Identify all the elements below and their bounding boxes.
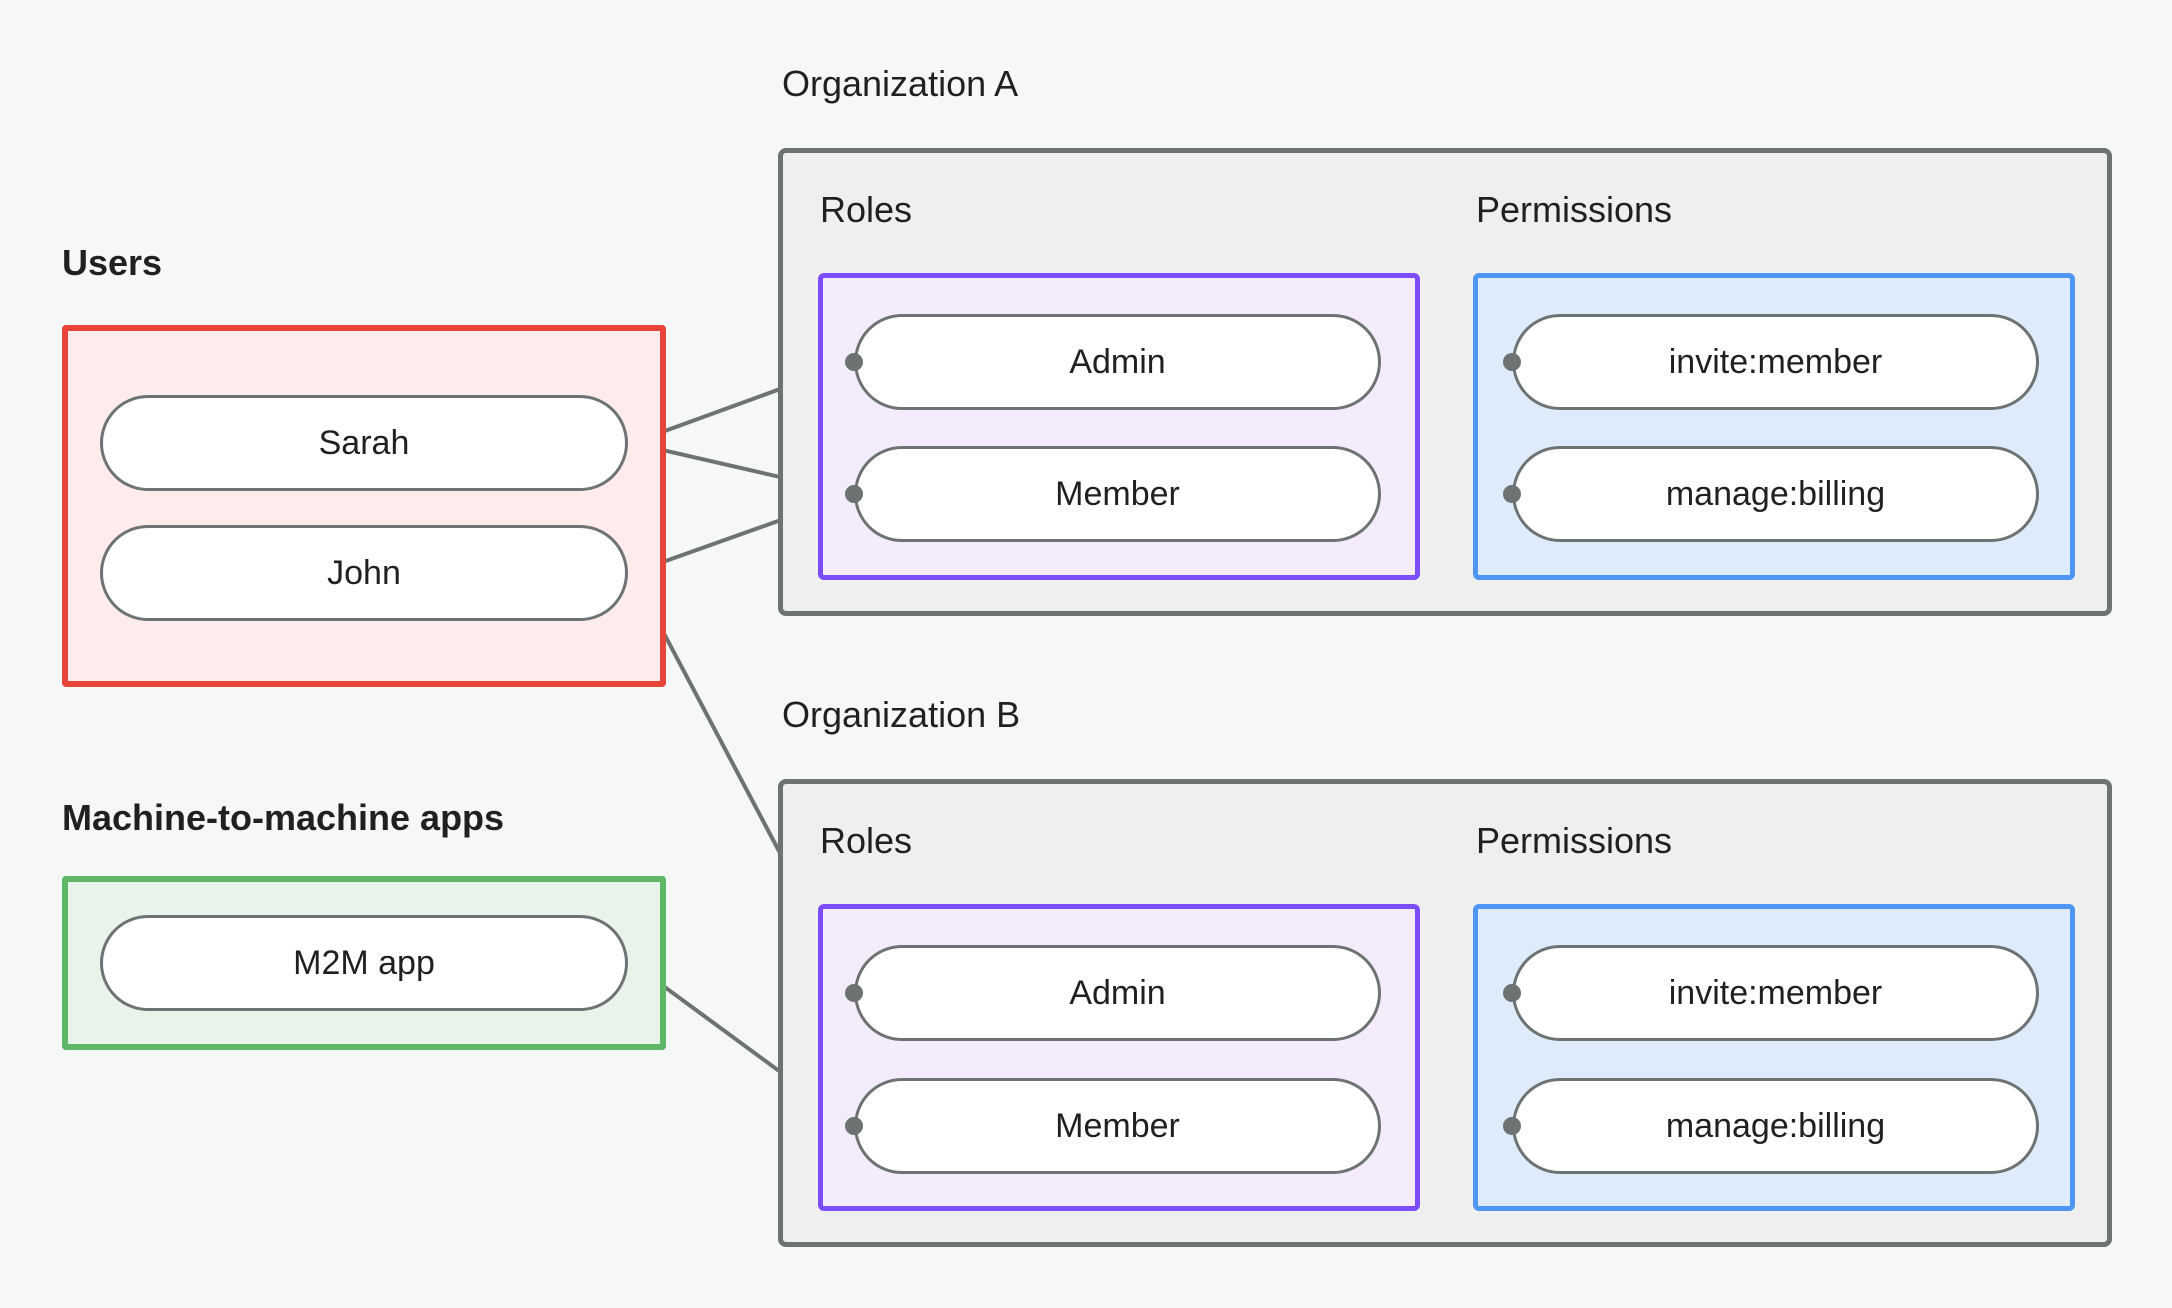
node-a-invite-member[interactable]: invite:member — [1512, 314, 2039, 410]
org-b-permissions-label: Permissions — [1476, 820, 1673, 861]
org-a-roles-label: Roles — [820, 189, 913, 230]
node-a-member[interactable]: Member — [854, 446, 1381, 542]
endpoint-dot-b-billing-left — [1503, 1117, 1521, 1135]
org-a-label: Organization A — [782, 63, 1019, 104]
endpoint-dot-a-billing-left — [1503, 485, 1521, 503]
node-john[interactable]: John — [100, 525, 628, 621]
m2m-group-label: Machine-to-machine apps — [62, 797, 505, 838]
node-b-admin[interactable]: Admin — [854, 945, 1381, 1041]
endpoint-dot-b-admin-left — [845, 984, 863, 1002]
node-a-admin[interactable]: Admin — [854, 314, 1381, 410]
node-m2m-app[interactable]: M2M app — [100, 915, 628, 1011]
org-a-permissions-label: Permissions — [1476, 189, 1673, 230]
users-group-label: Users — [62, 242, 163, 283]
endpoint-dot-a-invite-left — [1503, 353, 1521, 371]
endpoint-dot-a-member-left — [845, 485, 863, 503]
users-group-box — [62, 325, 666, 687]
endpoint-dot-b-invite-left — [1503, 984, 1521, 1002]
org-b-label: Organization B — [782, 694, 1021, 735]
node-a-manage-billing[interactable]: manage:billing — [1512, 446, 2039, 542]
endpoint-dot-a-admin-left — [845, 353, 863, 371]
org-b-roles-label: Roles — [820, 820, 913, 861]
node-b-invite-member[interactable]: invite:member — [1512, 945, 2039, 1041]
node-b-member[interactable]: Member — [854, 1078, 1381, 1174]
node-b-manage-billing[interactable]: manage:billing — [1512, 1078, 2039, 1174]
node-sarah[interactable]: Sarah — [100, 395, 628, 491]
endpoint-dot-b-member-left — [845, 1117, 863, 1135]
